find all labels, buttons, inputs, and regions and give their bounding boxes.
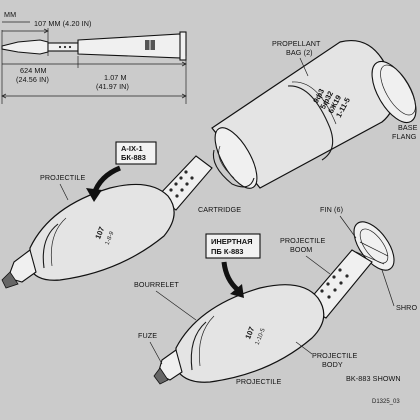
label-projectile-top: PROJECTILE: [40, 173, 85, 182]
mini-projectile: [1, 39, 49, 55]
tag-2-line-2: ПБ К-883: [211, 247, 243, 256]
tag-2-line-1: ИНЕРТНАЯ: [211, 237, 253, 246]
label-propellant: PROPELLANT: [272, 39, 321, 48]
mini-flange: [179, 31, 187, 61]
label-cartridge: CARTRIDGE: [198, 205, 241, 214]
label-projectile-bottom: PROJECTILE: [236, 377, 281, 386]
dim-overall-length-m: 1.07 M: [104, 73, 127, 82]
label-figure-id: D1325_03: [372, 399, 400, 405]
label-bourrelet: BOURRELET: [134, 280, 179, 289]
tag-1-box: [115, 141, 157, 165]
dim-top-fragment: MM: [4, 10, 16, 19]
dim-overall-length-in: (41.97 IN): [96, 82, 129, 91]
projectile-1-body: [29, 183, 175, 281]
dim-cartridge-length-in: (24.56 IN): [16, 75, 49, 84]
label-base: BASE: [398, 123, 418, 132]
label-flange: FLANG: [392, 132, 417, 141]
label-body-1: PROJECTILE: [312, 351, 357, 360]
dim-cartridge-length-mm: 624 MM: [20, 66, 47, 75]
label-bk-shown: BK-883 SHOWN: [346, 374, 401, 383]
projectile-1-markings: 107 1-8-9: [93, 225, 116, 246]
proj1-marking-2: 1-8-9: [105, 230, 116, 246]
base-flange: [371, 60, 417, 124]
label-fuze: FUZE: [138, 331, 157, 340]
projectile-1-drawing: [1, 155, 213, 289]
cartridge-drawing: [211, 40, 417, 189]
label-shroud: SHRO: [396, 303, 417, 312]
mini-cartridge-drawing: [1, 21, 187, 104]
label-body-2: BODY: [322, 360, 343, 369]
projectile-2-body: [175, 284, 325, 383]
tag-1-line-1: A-IX-1: [121, 144, 143, 153]
dim-projectile-length: 107 MM (4.20 IN): [34, 19, 92, 28]
projectile-2-shroud: [353, 221, 395, 271]
bag-markings: 9ф3 5ф32 6Ж19 1-11-5: [311, 87, 352, 119]
label-boom-2: BOOM: [290, 245, 312, 254]
tag-1-line-2: БК-883: [121, 153, 146, 162]
tag-2-arrow: [221, 261, 240, 292]
proj2-marking-1: 107: [243, 325, 256, 340]
projectile-2-drawing: [153, 221, 395, 385]
label-boom-1: PROJECTILE: [280, 236, 325, 245]
proj1-marking-1: 107: [93, 225, 106, 240]
mini-case: [77, 33, 183, 59]
mini-boom: [47, 42, 79, 52]
label-bag: BAG (2): [286, 48, 313, 57]
tag-2-box: [205, 233, 261, 259]
label-fin: FIN (6): [320, 205, 343, 214]
case-mouth: [214, 127, 258, 189]
